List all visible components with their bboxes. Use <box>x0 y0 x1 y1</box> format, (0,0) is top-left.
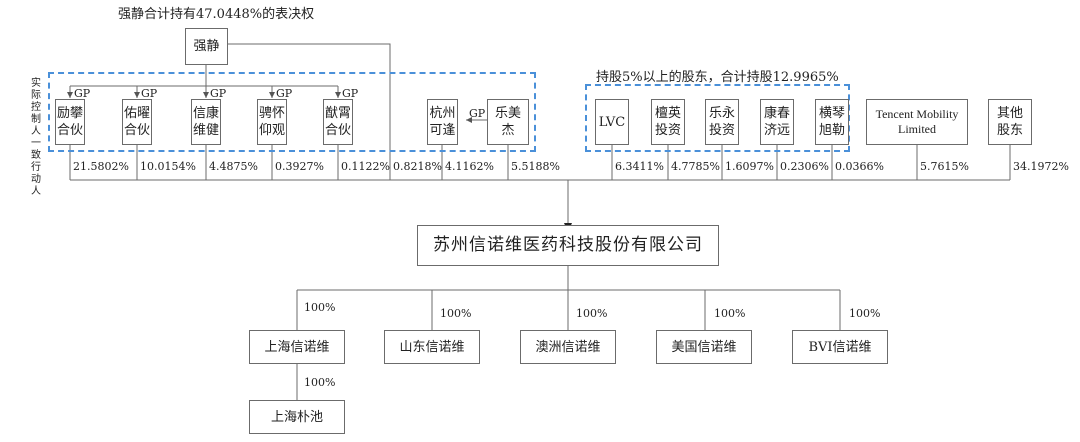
pct-label: 0.3927% <box>275 160 324 173</box>
sub-pct-label: 100% <box>440 307 472 320</box>
pct-label: 0.0366% <box>835 160 884 173</box>
gp-label: GP <box>342 87 359 100</box>
controller-box: 强静 <box>185 28 228 65</box>
pct-label: 6.3411% <box>615 160 664 173</box>
holder-box: 乐永投资 <box>705 99 739 145</box>
hangzhou-box: 杭州可逢 <box>427 99 458 145</box>
gp-label: GP <box>210 87 227 100</box>
pct-label: 1.6097% <box>725 160 774 173</box>
holder-box: 康春济远 <box>760 99 794 145</box>
sub-pct-label: 100% <box>714 307 746 320</box>
concert-parties-region <box>48 72 536 152</box>
others-box: 其他股东 <box>988 99 1032 145</box>
gp-label: GP <box>74 87 91 100</box>
gp-label: GP <box>141 87 158 100</box>
sub-subsidiary-box: 上海朴池 <box>249 400 345 434</box>
pct-label: 21.5802% <box>73 160 129 173</box>
subsidiary-box: BVI信诺维 <box>792 330 888 364</box>
partnership-box: 佑曜合伙 <box>122 99 152 145</box>
concert-parties-label: 实际控制人一致行动人 <box>31 78 41 197</box>
pct-label: 4.4875% <box>209 160 258 173</box>
pct-label: 5.5188% <box>511 160 560 173</box>
subsidiary-box: 美国信诺维 <box>656 330 752 364</box>
pct-label: 10.0154% <box>140 160 196 173</box>
voting-rights-caption: 强静合计持有47.0448%的表决权 <box>118 7 315 22</box>
holder-box: 横琴旭勒 <box>815 99 849 145</box>
major-holders-region <box>585 84 850 152</box>
gp-label: GP <box>469 107 486 120</box>
pct-label: 4.7785% <box>671 160 720 173</box>
sub-sub-pct-label: 100% <box>304 376 336 389</box>
gp-label: GP <box>276 87 293 100</box>
pct-label: 4.1162% <box>445 160 494 173</box>
subsidiary-box: 上海信诺维 <box>249 330 345 364</box>
partnership-box: 励攀合伙 <box>55 99 85 145</box>
sub-pct-label: 100% <box>304 301 336 314</box>
pct-label: 0.1122% <box>341 160 390 173</box>
partnership-box: 信康维健 <box>191 99 221 145</box>
pct-label: 5.7615% <box>920 160 969 173</box>
lemeijie-box: 乐美杰 <box>487 99 529 145</box>
partnership-box: 猷霄合伙 <box>323 99 353 145</box>
company-box: 苏州信诺维医药科技股份有限公司 <box>417 225 719 266</box>
tencent-box: Tencent Mobility Limited <box>866 99 968 145</box>
sub-pct-label: 100% <box>576 307 608 320</box>
holder-box: 檀英投资 <box>651 99 685 145</box>
pct-label: 0.2306% <box>780 160 829 173</box>
holder-box: LVC <box>595 99 629 145</box>
partnership-box: 骋怀仰观 <box>257 99 287 145</box>
subsidiary-box: 澳洲信诺维 <box>520 330 616 364</box>
pct-label: 0.8218% <box>393 160 442 173</box>
sub-pct-label: 100% <box>849 307 881 320</box>
major-holders-caption: 持股5%以上的股东，合计持股12.9965% <box>596 70 839 85</box>
pct-label: 34.1972% <box>1013 160 1069 173</box>
subsidiary-box: 山东信诺维 <box>384 330 480 364</box>
